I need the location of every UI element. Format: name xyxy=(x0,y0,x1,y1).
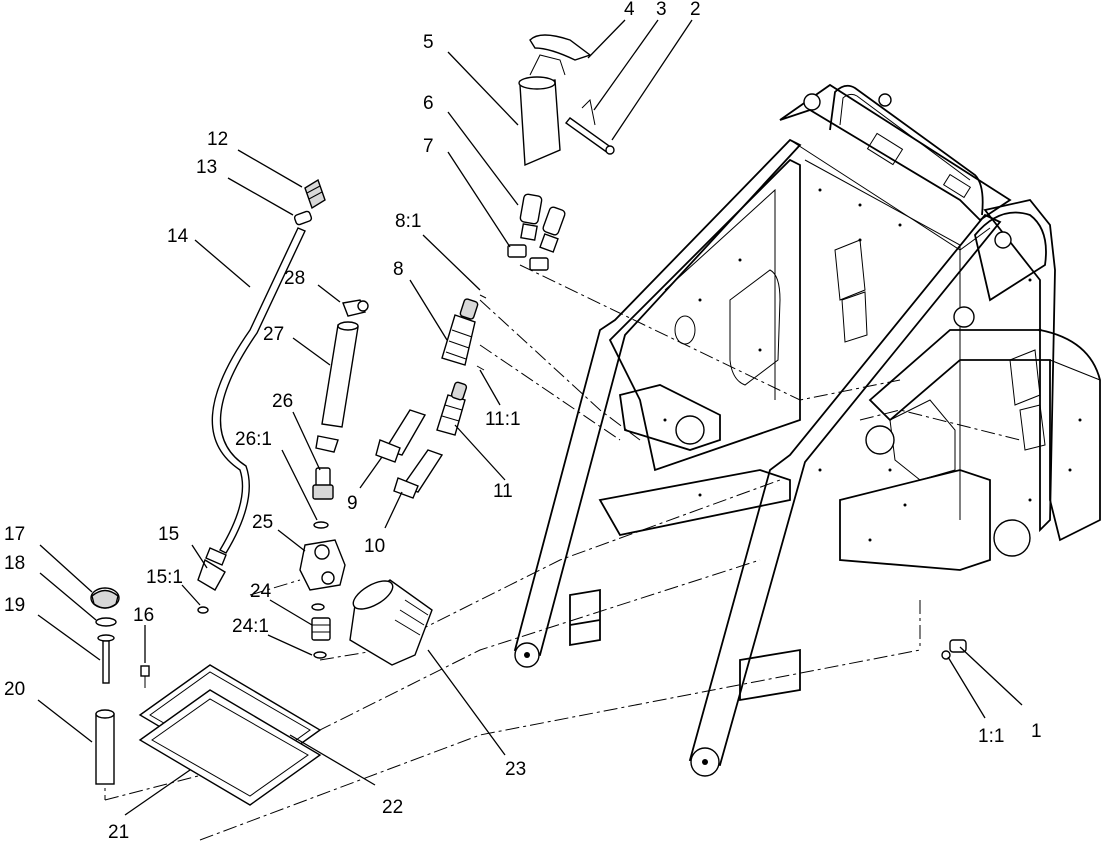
callout-11-1: 11:1 xyxy=(485,409,521,430)
callout-4: 4 xyxy=(624,0,635,20)
callout-17: 17 xyxy=(4,524,25,545)
filter-housing-27 xyxy=(315,321,359,453)
dust-caps xyxy=(375,409,444,499)
callout-14: 14 xyxy=(167,226,189,247)
callout-10: 10 xyxy=(364,536,385,557)
elbow-fitting-28 xyxy=(342,299,369,317)
quick-couplers xyxy=(519,193,566,253)
leader-lines xyxy=(37,19,1023,816)
oring-upper-24 xyxy=(311,603,325,611)
fitting-15 xyxy=(197,547,227,591)
callout-23: 23 xyxy=(505,759,526,780)
hydraulic-filter xyxy=(349,579,433,666)
callout-20: 20 xyxy=(4,679,25,700)
callout-8-1: 8:1 xyxy=(395,211,421,232)
fitting-13 xyxy=(293,210,313,226)
callout-24-1: 24:1 xyxy=(232,616,269,637)
callout-22: 22 xyxy=(382,797,403,818)
callout-1: 1 xyxy=(1031,721,1042,742)
callout-26: 26 xyxy=(272,391,293,412)
holder-tube xyxy=(518,54,566,167)
callout-1-1: 1:1 xyxy=(978,726,1004,747)
hydraulic-coupler-8 xyxy=(441,298,479,366)
callout-12: 12 xyxy=(207,129,228,150)
clevis-pin xyxy=(564,117,615,155)
oring-24-1 xyxy=(313,651,327,659)
callout-5: 5 xyxy=(423,32,434,53)
callout-15: 15 xyxy=(158,524,179,545)
callout-27: 27 xyxy=(263,324,284,345)
fitting-24 xyxy=(311,617,331,641)
oring-11-1 xyxy=(476,365,485,371)
callout-28: 28 xyxy=(284,268,305,289)
callout-6: 6 xyxy=(423,93,434,114)
hydraulic-coupler-11 xyxy=(436,381,468,436)
strap xyxy=(529,34,592,61)
oring-8-1 xyxy=(479,294,487,299)
callout-24: 24 xyxy=(250,581,272,602)
callout-8: 8 xyxy=(393,259,404,280)
frame-holes xyxy=(663,188,1082,542)
callout-7: 7 xyxy=(423,136,434,157)
washer-18 xyxy=(95,617,117,627)
fitting-26 xyxy=(312,467,334,500)
oring-26-1 xyxy=(313,521,329,529)
callout-16: 16 xyxy=(133,605,154,626)
callout-26-1: 26:1 xyxy=(235,429,272,450)
callout-21: 21 xyxy=(108,822,129,843)
callout-25: 25 xyxy=(252,512,273,533)
callout-13: 13 xyxy=(196,157,217,178)
callout-19: 19 xyxy=(4,595,25,616)
gasket xyxy=(138,689,322,806)
callout-9: 9 xyxy=(347,493,358,514)
bolt-16 xyxy=(140,665,150,688)
callout-18: 18 xyxy=(4,553,25,574)
oring-15-1 xyxy=(197,606,209,614)
callout-15-1: 15:1 xyxy=(146,567,183,588)
fill-cap xyxy=(90,587,120,609)
callout-labels: 1 1:1 2 3 4 5 6 7 8:1 8 9 10 11:1 11 12 … xyxy=(4,0,1042,843)
assembly-center-lines xyxy=(104,264,1021,841)
filter-head xyxy=(299,539,346,591)
callout-2: 2 xyxy=(690,0,701,20)
callout-3: 3 xyxy=(656,0,667,20)
dipstick-tube xyxy=(95,709,115,785)
loader-frame xyxy=(513,83,1101,777)
breather-cap xyxy=(304,178,326,210)
hairpin-clip xyxy=(581,98,596,126)
dipstick xyxy=(97,634,115,684)
callout-11: 11 xyxy=(493,481,513,502)
fittings-7 xyxy=(507,244,549,271)
hose xyxy=(211,227,306,554)
